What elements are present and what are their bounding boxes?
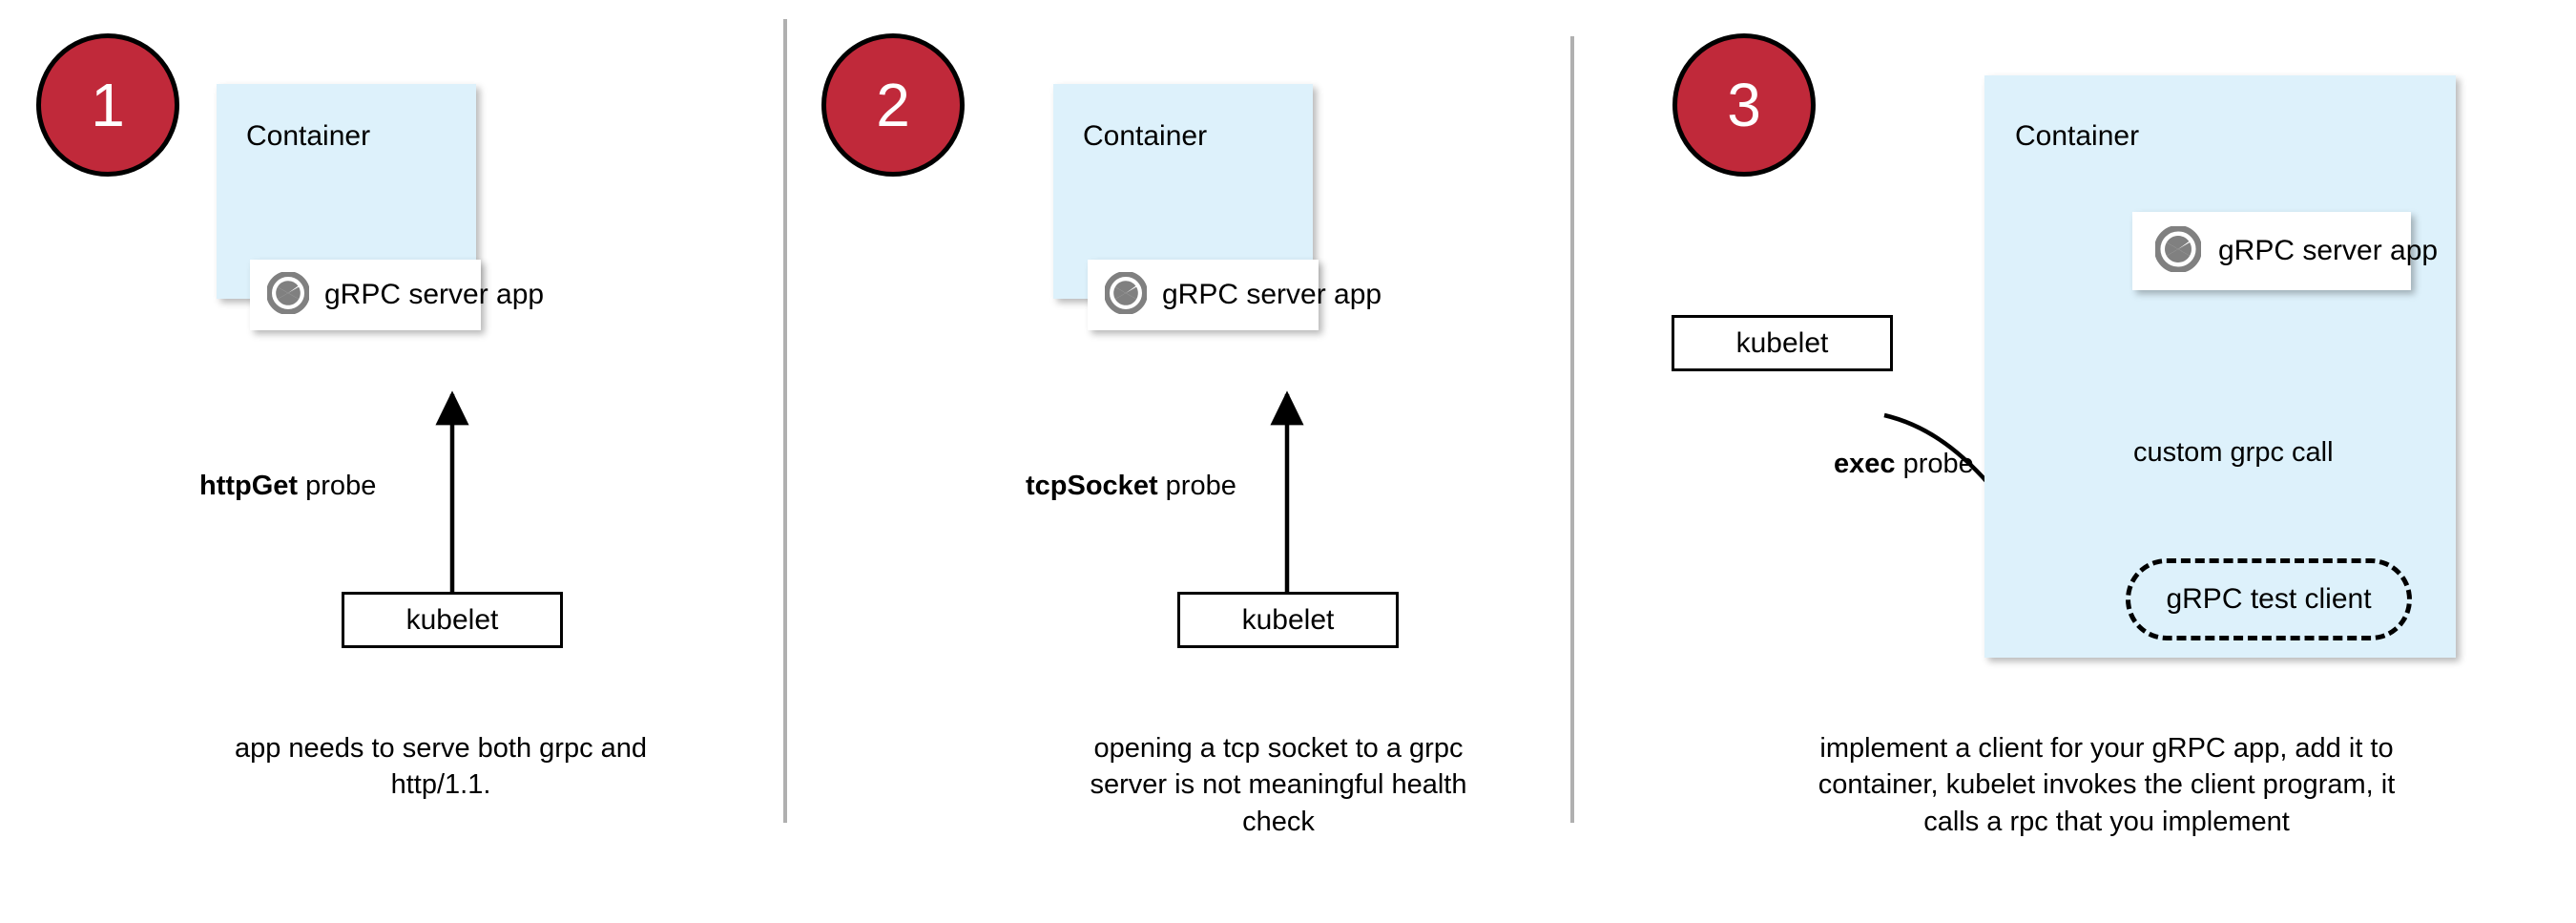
step-number: 2 (876, 71, 910, 139)
probe-label-bold-1: httpGet (199, 471, 299, 501)
step-number: 1 (91, 71, 125, 139)
probe-label-rest-3: probe (1895, 449, 1974, 479)
panel-divider-2 (1570, 36, 1574, 823)
panel-step-1: 1 Container gRPC server app (0, 0, 785, 923)
grpc-server-app-label-1: gRPC server app (324, 279, 545, 310)
kubelet-box-1: kubelet (342, 592, 563, 648)
grpc-server-app-card-3: gRPC server app (2132, 212, 2438, 290)
grpc-server-app-label-3: gRPC server app (2218, 235, 2439, 266)
probe-label-bold-3: exec (1834, 449, 1896, 479)
kubelet-box-3: kubelet (1672, 315, 1893, 371)
kubelet-label-3: kubelet (1735, 326, 1829, 359)
grpc-aperture-icon (266, 270, 310, 319)
probe-label-1: httpGet probe (199, 472, 376, 500)
grpc-test-client-node: gRPC test client (2126, 558, 2412, 640)
panel-step-2: 2 Container gRPC server app (785, 0, 1572, 923)
kubelet-box-2: kubelet (1177, 592, 1399, 648)
probe-label-rest-1: probe (298, 471, 377, 501)
probe-label-rest-2: probe (1157, 471, 1236, 501)
grpc-test-client-label: gRPC test client (2166, 583, 2372, 615)
step-badge-3: 3 (1672, 33, 1816, 177)
caption-3: implement a client for your gRPC app, ad… (1818, 733, 2396, 837)
probe-label-2: tcpSocket probe (1026, 472, 1236, 500)
grpc-aperture-icon (1104, 270, 1148, 319)
custom-grpc-call-label: custom grpc call (2133, 439, 2334, 467)
grpc-server-app-card-2: gRPC server app (1088, 260, 1381, 330)
panel-divider-1 (783, 19, 787, 823)
probe-label-bold-2: tcpSocket (1026, 471, 1158, 501)
grpc-aperture-icon (2153, 224, 2203, 277)
kubelet-label-2: kubelet (1241, 603, 1335, 636)
caption-2: opening a tcp socket to a grpc server is… (1090, 733, 1467, 837)
kubelet-label-1: kubelet (405, 603, 499, 636)
caption-1: app needs to serve both grpc and http/1.… (234, 733, 648, 801)
step-badge-1: 1 (36, 33, 179, 177)
container-label-2: Container (1083, 120, 1208, 152)
grpc-server-app-label-2: gRPC server app (1162, 279, 1382, 310)
panel-step-3: 3 Container gRPC server app (1572, 0, 2576, 923)
container-label-1: Container (246, 120, 371, 152)
custom-grpc-call-text: custom grpc call (2133, 437, 2334, 468)
container-label-3: Container (2015, 120, 2140, 152)
grpc-server-app-card-1: gRPC server app (250, 260, 544, 330)
step-number: 3 (1727, 71, 1761, 139)
step-badge-2: 2 (821, 33, 965, 177)
probe-label-3: exec probe (1834, 451, 1974, 478)
